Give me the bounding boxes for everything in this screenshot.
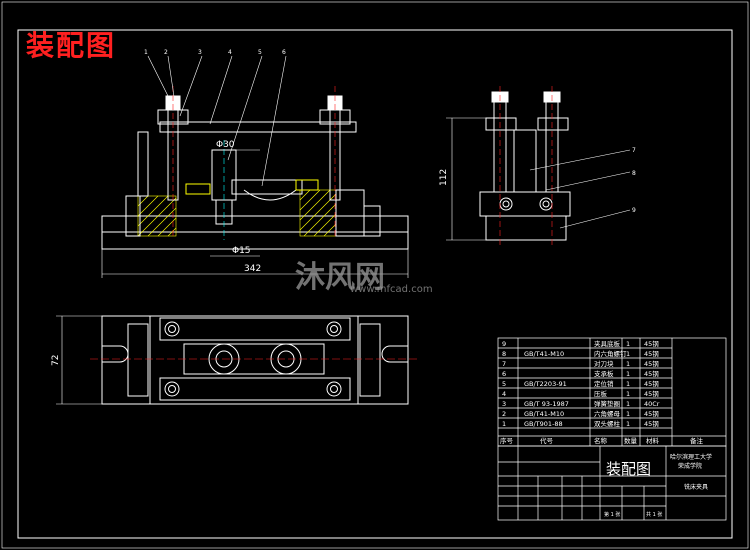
balloon-5: 5 — [258, 49, 262, 56]
bom-cell: 5 — [502, 380, 506, 388]
outer-frame — [17, 29, 733, 539]
watermark-url: www.mfcad.com — [350, 284, 433, 295]
bom-cell: GB/T41-M10 — [524, 410, 564, 418]
front-view — [101, 55, 409, 278]
title-block — [497, 445, 727, 521]
bom-table — [497, 337, 727, 447]
bom-header: 备注 — [690, 436, 704, 445]
dim-72: 72 — [51, 355, 61, 366]
bom-header: 数量 — [624, 436, 638, 445]
tb-dept: 荣成学院 — [678, 462, 702, 470]
bom-cell: 1 — [626, 340, 630, 348]
bom-cell: 9 — [502, 340, 506, 348]
bom-cell: 1 — [626, 400, 630, 408]
bom-header: 代号 — [540, 436, 554, 445]
bom-cell: 对刀块 — [594, 359, 614, 368]
leaders-front — [147, 55, 287, 187]
balloon-8: 8 — [632, 170, 636, 177]
drawing-title: 装配图 — [26, 29, 117, 62]
bom-header: 名称 — [594, 436, 608, 445]
tb-drawing-name: 装配图 — [606, 460, 651, 478]
bom-cell: 定位销 — [594, 379, 614, 388]
bom-cell: 1 — [626, 390, 630, 398]
bom-cell: 6 — [502, 370, 506, 378]
bom-cell: 1 — [626, 410, 630, 418]
balloon-4: 4 — [228, 49, 232, 56]
bom-cell: 双头螺柱 — [594, 419, 621, 428]
tb-page: 第 1 张 — [604, 511, 620, 518]
tb-school: 哈尔滨理工大学 — [670, 453, 712, 461]
bom-header: 序号 — [500, 436, 514, 445]
bom-cell: 1 — [626, 420, 630, 428]
bom-cell: 40Cr — [644, 400, 660, 408]
top-view — [56, 315, 420, 405]
bom-cell: 7 — [502, 360, 506, 368]
bom-cell: 4 — [502, 390, 506, 398]
balloon-6: 6 — [282, 49, 286, 56]
bom-cell: 压板 — [594, 389, 608, 398]
dim-d15: Φ15 — [232, 246, 251, 256]
bom-cell: 45钢 — [644, 340, 659, 348]
balloon-1: 1 — [144, 49, 148, 56]
dim-112: 112 — [439, 169, 449, 186]
balloon-labels: 1 2 3 4 5 6 — [144, 49, 286, 56]
bom-cell: 2 — [502, 410, 506, 418]
balloon-2: 2 — [164, 49, 168, 56]
tb-part-name: 铣床夹具 — [684, 483, 708, 491]
bom-cell: 45钢 — [644, 380, 659, 388]
bom-header: 材料 — [646, 436, 660, 445]
hatch-right — [299, 189, 337, 237]
bom-cell: 1 — [626, 360, 630, 368]
tb-sheet: 共 1 张 — [646, 511, 662, 518]
watermark-brand: 沐风网 — [295, 260, 385, 295]
bom-cell: 六角螺母 — [594, 409, 621, 418]
balloon-9: 9 — [632, 207, 636, 214]
bom-cell: 1 — [626, 370, 630, 378]
bom-cell: 内六角螺钉 — [594, 349, 627, 358]
bom-cell: GB/T41-M10 — [524, 350, 564, 358]
bom-cell: 1 — [626, 350, 630, 358]
bom-cell: 3 — [502, 400, 506, 408]
bom-cell: 夹具底板 — [594, 339, 621, 348]
balloon-3: 3 — [198, 49, 202, 56]
bom-cell: GB/T 93-1987 — [524, 400, 569, 408]
bom-cell: 45钢 — [644, 370, 659, 378]
bom-cell: 弹簧垫圈 — [594, 399, 620, 408]
bom-cell: GB/T2203-91 — [524, 380, 567, 388]
bom-cell: 1 — [502, 420, 506, 428]
bom-cell: 45钢 — [644, 390, 659, 398]
bom-cell: GB/T901-88 — [524, 420, 563, 428]
dim-342: 342 — [244, 264, 261, 274]
bom-cell: 45钢 — [644, 420, 659, 428]
bom-cell: 45钢 — [644, 360, 659, 368]
press-plate — [159, 121, 357, 133]
bom-cell: 45钢 — [644, 350, 659, 358]
balloon-7: 7 — [632, 147, 636, 154]
bom-cell: 支承板 — [594, 369, 614, 378]
bom-cell: 45钢 — [644, 410, 659, 418]
bom-cell: 1 — [626, 380, 630, 388]
hatch-left — [137, 195, 177, 237]
dim-d30: Φ30 — [216, 140, 235, 150]
side-view — [446, 86, 631, 246]
bom-cell: 8 — [502, 350, 506, 358]
